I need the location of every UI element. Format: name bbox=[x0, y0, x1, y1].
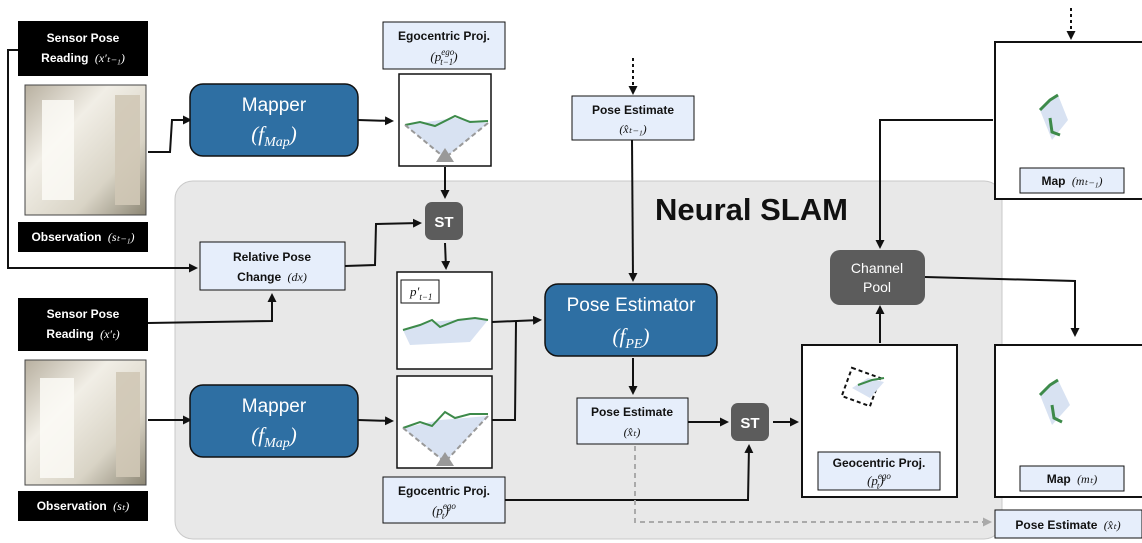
svg-text:Map (mₜ): Map (mₜ) bbox=[1047, 472, 1098, 486]
map-prev: Map (mₜ₋₁) bbox=[994, 41, 1142, 200]
svg-text:Pose Estimate: Pose Estimate bbox=[592, 103, 674, 117]
pose-estimate-output: Pose Estimate (x̂ₜ) bbox=[994, 509, 1142, 539]
st-block-bottom: ST bbox=[731, 403, 769, 441]
svg-text:Change (dx): Change (dx) bbox=[237, 270, 307, 284]
svg-text:Channel: Channel bbox=[851, 260, 903, 276]
svg-text:(fMap): (fMap) bbox=[251, 122, 297, 150]
mapper-top: Mapper (fMap) bbox=[189, 83, 359, 157]
svg-text:Mapper: Mapper bbox=[242, 396, 307, 417]
pose-estimator: Pose Estimator (fPE) bbox=[544, 283, 718, 357]
sensor-pose-prev: Sensor Pose Reading (x′ₜ₋₁) bbox=[18, 21, 148, 76]
svg-text:Relative Pose: Relative Pose bbox=[233, 250, 311, 264]
observation-curr: Observation (sₜ) bbox=[18, 359, 148, 521]
svg-text:(x̂ₜ₋₁): (x̂ₜ₋₁) bbox=[619, 122, 646, 136]
map-curr: Map (mₜ) bbox=[994, 344, 1142, 498]
svg-text:(fPE): (fPE) bbox=[613, 324, 650, 352]
svg-text:ST: ST bbox=[740, 415, 759, 432]
sensor-pose-curr: Sensor Pose Reading (x′ₜ) bbox=[18, 298, 148, 351]
svg-text:p′t−1: p′t−1 bbox=[409, 284, 432, 302]
st-block-top: ST bbox=[425, 202, 463, 240]
panel-title: Neural SLAM bbox=[655, 192, 848, 227]
svg-text:Observation (sₜ₋₁): Observation (sₜ₋₁) bbox=[31, 230, 134, 244]
svg-text:Pool: Pool bbox=[863, 279, 891, 295]
pose-estimate-prev: Pose Estimate (x̂ₜ₋₁) bbox=[571, 95, 695, 141]
svg-text:(x̂ₜ): (x̂ₜ) bbox=[624, 425, 641, 439]
pose-output-connector bbox=[634, 446, 992, 527]
svg-text:Reading (x′ₜ): Reading (x′ₜ) bbox=[46, 327, 119, 341]
svg-text:Egocentric Proj.: Egocentric Proj. bbox=[398, 29, 490, 43]
pose-estimate-curr: Pose Estimate (x̂ₜ) bbox=[576, 397, 689, 445]
svg-text:ST: ST bbox=[434, 214, 453, 231]
transformed-projection: p′t−1 bbox=[396, 271, 493, 370]
svg-text:Pose Estimate: Pose Estimate bbox=[591, 405, 673, 419]
dotted-inputs bbox=[628, 8, 1076, 95]
observation-prev: Observation (sₜ₋₁) bbox=[18, 84, 148, 252]
svg-text:Geocentric Proj.: Geocentric Proj. bbox=[833, 456, 926, 470]
connectors bbox=[7, 49, 1080, 501]
channel-pool: Channel Pool bbox=[830, 250, 925, 305]
svg-text:(fMap): (fMap) bbox=[251, 423, 297, 451]
svg-text:Egocentric Proj.: Egocentric Proj. bbox=[398, 484, 490, 498]
relative-pose-change: Relative Pose Change (dx) bbox=[199, 241, 346, 291]
svg-text:Observation (sₜ): Observation (sₜ) bbox=[37, 499, 130, 513]
mapper-bottom: Mapper (fMap) bbox=[189, 384, 359, 458]
svg-text:Sensor Pose: Sensor Pose bbox=[47, 31, 120, 45]
svg-text:Map (mₜ₋₁): Map (mₜ₋₁) bbox=[1041, 174, 1102, 188]
svg-text:Sensor Pose: Sensor Pose bbox=[47, 307, 120, 321]
svg-text:Pose Estimator: Pose Estimator bbox=[567, 295, 696, 316]
svg-text:Pose Estimate (x̂ₜ): Pose Estimate (x̂ₜ) bbox=[1015, 518, 1120, 532]
svg-text:Mapper: Mapper bbox=[242, 95, 307, 116]
svg-text:Reading (x′ₜ₋₁): Reading (x′ₜ₋₁) bbox=[41, 51, 125, 65]
